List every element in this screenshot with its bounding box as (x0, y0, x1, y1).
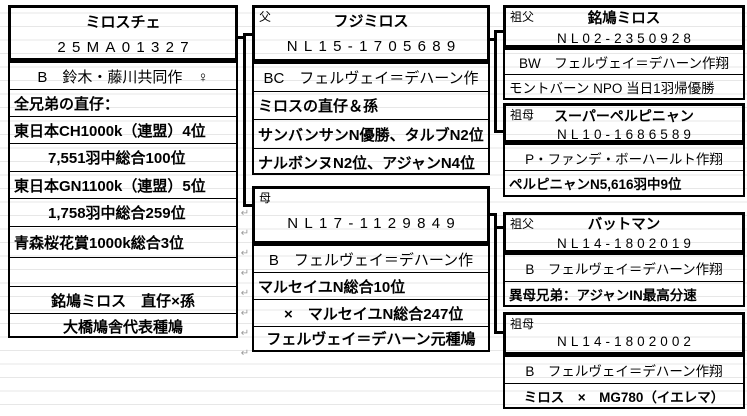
paternal-grandmother-info-line: ペルピニャンN5,616羽中9位 (509, 177, 682, 192)
subject-info-line: 7,551羽中総合100位 (10, 144, 236, 172)
paternal-grandfather-info-line: BW フェルヴェイ＝デハーン作翔 (505, 50, 743, 75)
connector-line (488, 38, 495, 41)
father-info-line: BC フェルヴェイ＝デハーン作 (254, 64, 488, 92)
mother-info-box: B フェルヴェイ＝デハーン作 マルセイユN総合10位 × マルセイユN総合247… (252, 244, 490, 352)
paternal-grandfather-label: 祖父 (510, 10, 535, 24)
connector-line (494, 30, 504, 33)
father-head-box: 父 フジミロス NL15-1705689 (252, 5, 490, 62)
subject-info-line: B 鈴木・藤川共同作 ♀ (10, 63, 236, 90)
subject-info-box: B 鈴木・藤川共同作 ♀ 全兄弟の直仔： 東日本CH1000k（連盟）4位 7,… (8, 61, 238, 338)
maternal-grandfather-label: 祖父 (510, 217, 535, 231)
subject-info-line: 東日本CH1000k（連盟）4位 (10, 117, 236, 144)
mother-head-box: 母 NL17-1129849 (252, 186, 490, 244)
paternal-grandmother-ring-number: NL10-1686589 (557, 127, 695, 142)
connector-line (236, 36, 245, 39)
paternal-grandfather-info-box: BW フェルヴェイ＝デハーン作翔 モントバーン NPO 当日1羽帰優勝 (503, 48, 745, 100)
maternal-grandmother-info-line: B フェルヴェイ＝デハーン作翔 (505, 357, 743, 384)
paternal-grandfather-ring-number: NL02-2350928 (557, 31, 695, 46)
connector-line (494, 130, 504, 133)
subject-head-box: ミロスチェ 25MA01327 (8, 5, 238, 61)
paternal-grandfather-name: 銘鳩ミロス (587, 11, 661, 27)
maternal-grandfather-head-box: 祖父 バットマン NL14-1802019 (503, 212, 745, 253)
maternal-grandmother-head-box: 祖母 NL14-1802002 (503, 312, 745, 355)
paternal-grandfather-head-box: 祖父 銘鳩ミロス NL02-2350928 (503, 5, 745, 48)
return-mark: ↵ (240, 248, 250, 259)
connector-line (243, 33, 246, 207)
paternal-grandfather-info-line: モントバーン NPO 当日1羽帰優勝 (509, 80, 715, 96)
paternal-grandmother-info-line: P・ファンデ・ボーハールト作翔 (505, 145, 743, 171)
connector-line (494, 226, 504, 229)
connector-line (494, 331, 504, 334)
maternal-grandmother-ring-number: NL14-1802002 (557, 334, 695, 349)
mother-info-line: × マルセイユN総合247位 (254, 300, 488, 327)
return-mark: ↵ (240, 328, 250, 339)
return-mark: ↵ (240, 288, 250, 299)
maternal-grandmother-info-box: B フェルヴェイ＝デハーン作翔 ミロス × MG780（イエレマ） (503, 355, 745, 409)
maternal-grandfather-name: バットマン (587, 217, 661, 233)
mother-label: 母 (259, 191, 272, 205)
return-mark: ↵ (240, 268, 250, 279)
return-mark: ↵ (240, 228, 250, 239)
subject-info-line (10, 258, 236, 287)
maternal-grandfather-ring-number: NL14-1802019 (557, 236, 695, 251)
mother-info-line: フェルヴェイ＝デハーン元種鳩 (266, 331, 476, 348)
paternal-grandmother-head-box: 祖母 スーパーペルピニャン NL10-1686589 (503, 103, 745, 143)
connector-line (243, 204, 253, 207)
subject-name: ミロスチェ (85, 14, 161, 31)
maternal-grandfather-info-line: 異母兄弟：アジャンIN最高分速 (509, 287, 697, 303)
connector-line (494, 213, 497, 334)
connector-line (488, 213, 495, 216)
subject-info-line: 青森桜花賞1000k総合3位 (10, 227, 236, 258)
return-mark: ↵ (240, 208, 250, 219)
maternal-grandfather-info-line: B フェルヴェイ＝デハーン作翔 (505, 255, 743, 282)
father-label: 父 (259, 10, 272, 24)
mother-info-line: B フェルヴェイ＝デハーン作 (254, 246, 488, 273)
return-mark: ↵ (240, 348, 250, 359)
father-ring-number: NL15-1705689 (286, 38, 462, 55)
father-info-box: BC フェルヴェイ＝デハーン作 ミロスの直仔＆孫 サンバンサンN優勝、タルブN2… (252, 62, 490, 175)
paternal-grandmother-name: スーパーペルピニャン (554, 108, 694, 124)
connector-line (243, 33, 253, 36)
paternal-grandmother-info-box: P・ファンデ・ボーハールト作翔 ペルピニャンN5,616羽中9位 (503, 143, 745, 197)
subject-info-line: 大橋鳩舎代表種鳩 (62, 318, 183, 336)
mother-ring-number: NL17-1129849 (287, 215, 462, 232)
maternal-grandmother-label: 祖母 (510, 317, 535, 331)
maternal-grandfather-info-box: B フェルヴェイ＝デハーン作翔 異母兄弟：アジャンIN最高分速 (503, 253, 745, 307)
maternal-grandmother-info-line: ミロス × MG780（イエレマ） (523, 389, 725, 405)
paternal-grandmother-label: 祖母 (510, 108, 535, 122)
father-info-line: ミロスの直仔＆孫 (254, 92, 488, 120)
subject-ring-number: 25MA01327 (57, 39, 195, 56)
father-info-line: サンバンサンN優勝、タルブN2位 (254, 120, 488, 149)
mother-info-line: マルセイユN総合10位 (254, 273, 488, 300)
connector-line (494, 30, 497, 133)
subject-info-line: 銘鳩ミロス 直仔×孫 (10, 287, 236, 314)
subject-info-line: 1,758羽中総合259位 (10, 199, 236, 227)
father-name: フジミロス (333, 13, 409, 30)
subject-info-line: 全兄弟の直仔： (10, 90, 236, 117)
return-mark: ↵ (240, 308, 250, 319)
subject-info-line: 東日本GN1100k（連盟）5位 (10, 172, 236, 199)
father-info-line: ナルボンヌN2位、アジャンN4位 (258, 154, 476, 172)
